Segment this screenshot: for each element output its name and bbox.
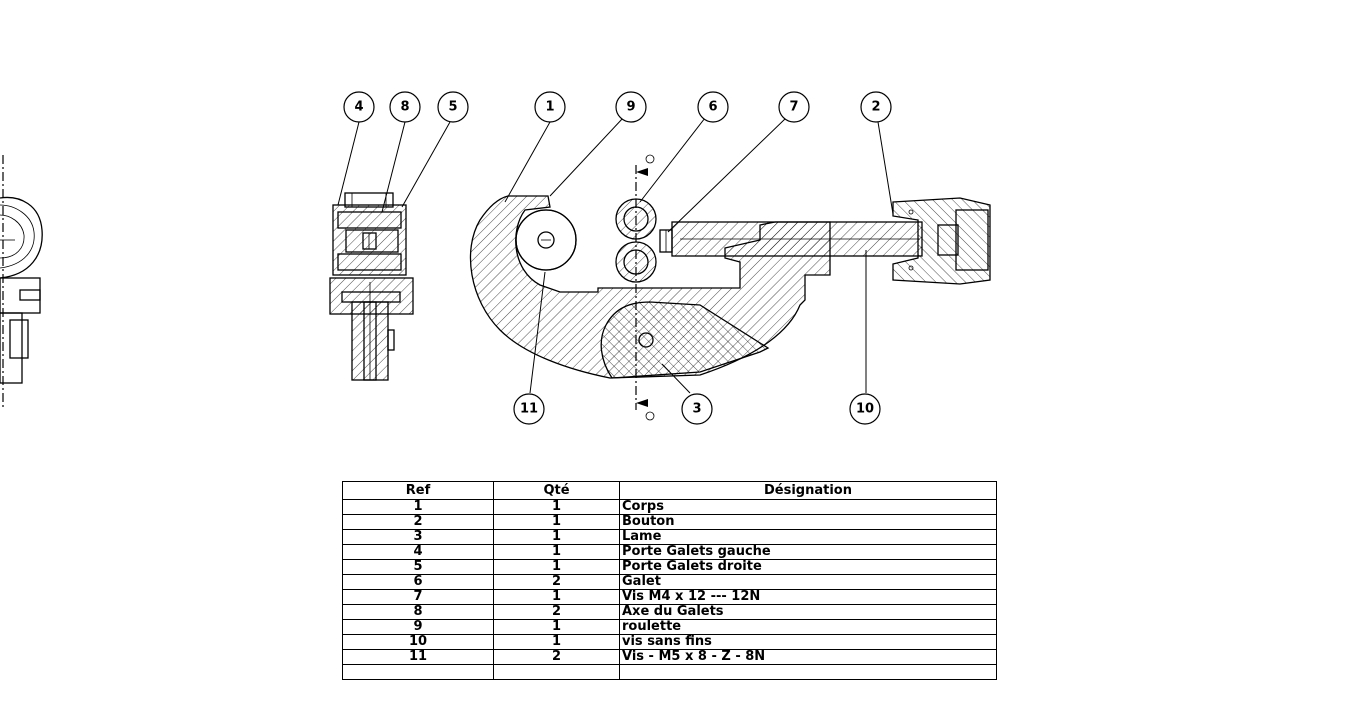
svg-text:9: 9 [626,100,635,115]
cell-qte: 1 [493,544,620,560]
svg-text:3: 3 [692,402,701,417]
balloon-3: 3 [681,393,713,425]
svg-text:1: 1 [545,100,554,115]
cell-ref: 8 [342,604,494,620]
knob-bouton [892,197,991,285]
svg-text:4: 4 [354,100,363,115]
cell-ref: 10 [342,634,494,650]
cell-ref: 4 [342,544,494,560]
balloon-7: 7 [778,91,810,123]
cell-designation: roulette [619,619,997,635]
cell-designation: Galet [619,574,997,590]
cell-ref: 1 [342,499,494,515]
svg-text:7: 7 [789,100,798,115]
cell-designation: Porte Galets droite [619,559,997,575]
leader-lines [337,117,894,394]
balloon-6: 6 [697,91,729,123]
front-view [469,154,991,421]
cell-ref: 7 [342,589,494,605]
cell-qte: 2 [493,649,620,665]
side-view [329,192,414,381]
cell-qte: 1 [493,514,620,530]
cell-qte: 2 [493,574,620,590]
svg-text:11: 11 [520,402,538,417]
svg-text:5: 5 [448,100,457,115]
svg-text:8: 8 [400,100,409,115]
cell-designation: Lame [619,529,997,545]
cell-ref [342,664,494,680]
balloon-5: 5 [437,91,469,123]
header-designation: Désignation [619,481,997,500]
svg-text:10: 10 [856,402,874,417]
cell-designation: Porte Galets gauche [619,544,997,560]
balloon-4: 4 [343,91,375,123]
cell-ref: 3 [342,529,494,545]
cell-qte: 1 [493,589,620,605]
cell-designation: Vis M4 x 12 --- 12N [619,589,997,605]
cell-qte [493,664,620,680]
svg-text:2: 2 [871,100,880,115]
header-ref: Ref [342,481,494,500]
header-qte: Qté [493,481,620,500]
svg-text:6: 6 [708,100,717,115]
cell-ref: 9 [342,619,494,635]
cell-qte: 1 [493,559,620,575]
cell-qte: 1 [493,499,620,515]
cell-qte: 1 [493,634,620,650]
balloon-10: 10 [849,393,881,425]
cell-designation [619,664,997,680]
balloon-1: 1 [534,91,566,123]
cell-ref: 11 [342,649,494,665]
cell-ref: 5 [342,559,494,575]
balloon-11: 11 [513,393,545,425]
cell-ref: 6 [342,574,494,590]
cell-designation: Bouton [619,514,997,530]
cell-designation: Vis - M5 x 8 - Z - 8N [619,649,997,665]
balloon-8: 8 [389,91,421,123]
table-row [342,664,997,680]
left-partial-view [0,155,43,410]
balloon-2: 2 [860,91,892,123]
cell-designation: Corps [619,499,997,515]
cell-designation: vis sans fins [619,634,997,650]
cell-designation: Axe du Galets [619,604,997,620]
cell-qte: 1 [493,619,620,635]
cell-qte: 1 [493,529,620,545]
cell-qte: 2 [493,604,620,620]
balloon-9: 9 [615,91,647,123]
blade-lame [600,301,770,379]
table-header-row: Ref Qté Désignation [342,481,997,500]
cell-ref: 2 [342,514,494,530]
